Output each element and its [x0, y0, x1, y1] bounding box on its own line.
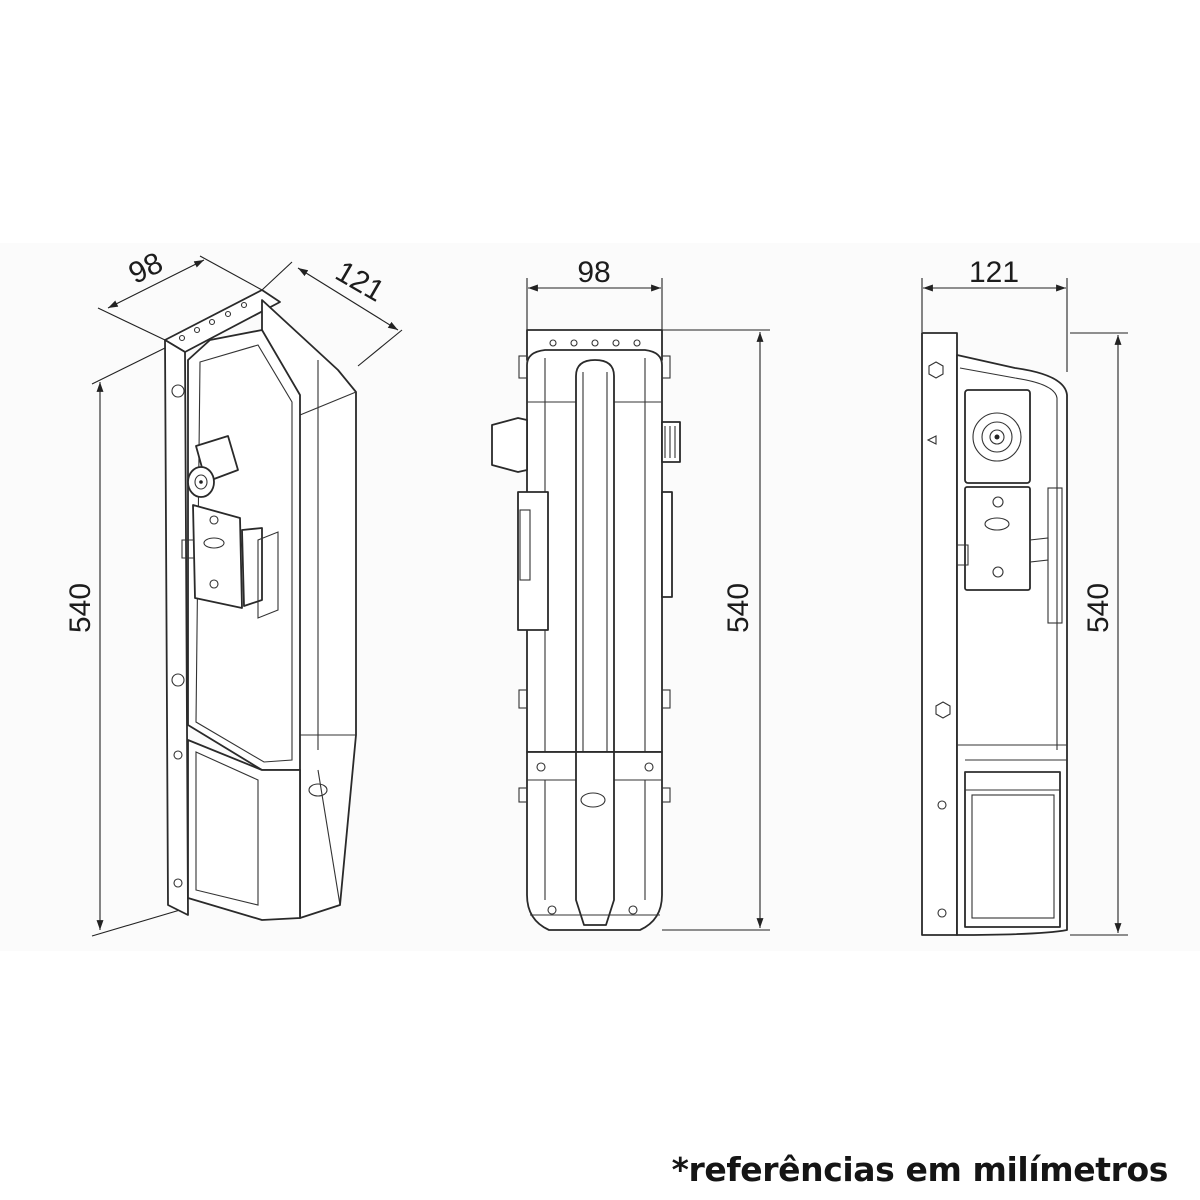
front-width-dimension: 98 [526, 256, 663, 330]
front-width-label: 98 [577, 256, 610, 289]
release-knob [187, 435, 239, 498]
side-depth-dimension: 121 [921, 256, 1068, 372]
iso-width-dimension: 98 [97, 246, 263, 341]
iso-width-label: 98 [124, 246, 168, 290]
side-height-label: 540 [1082, 583, 1115, 633]
front-height-label: 540 [722, 583, 755, 633]
front-height-dimension: 540 [662, 329, 770, 931]
side-view: 121 540 [921, 256, 1128, 936]
iso-height-label: 540 [64, 583, 97, 633]
isometric-view: 98 121 540 [64, 246, 403, 937]
front-view: 98 540 [491, 256, 770, 931]
side-height-dimension: 540 [1070, 332, 1128, 936]
iso-height-dimension: 540 [64, 347, 181, 937]
side-depth-label: 121 [969, 256, 1019, 289]
iso-depth-label: 121 [330, 255, 390, 309]
units-footnote: *referências em milímetros [671, 1150, 1169, 1189]
